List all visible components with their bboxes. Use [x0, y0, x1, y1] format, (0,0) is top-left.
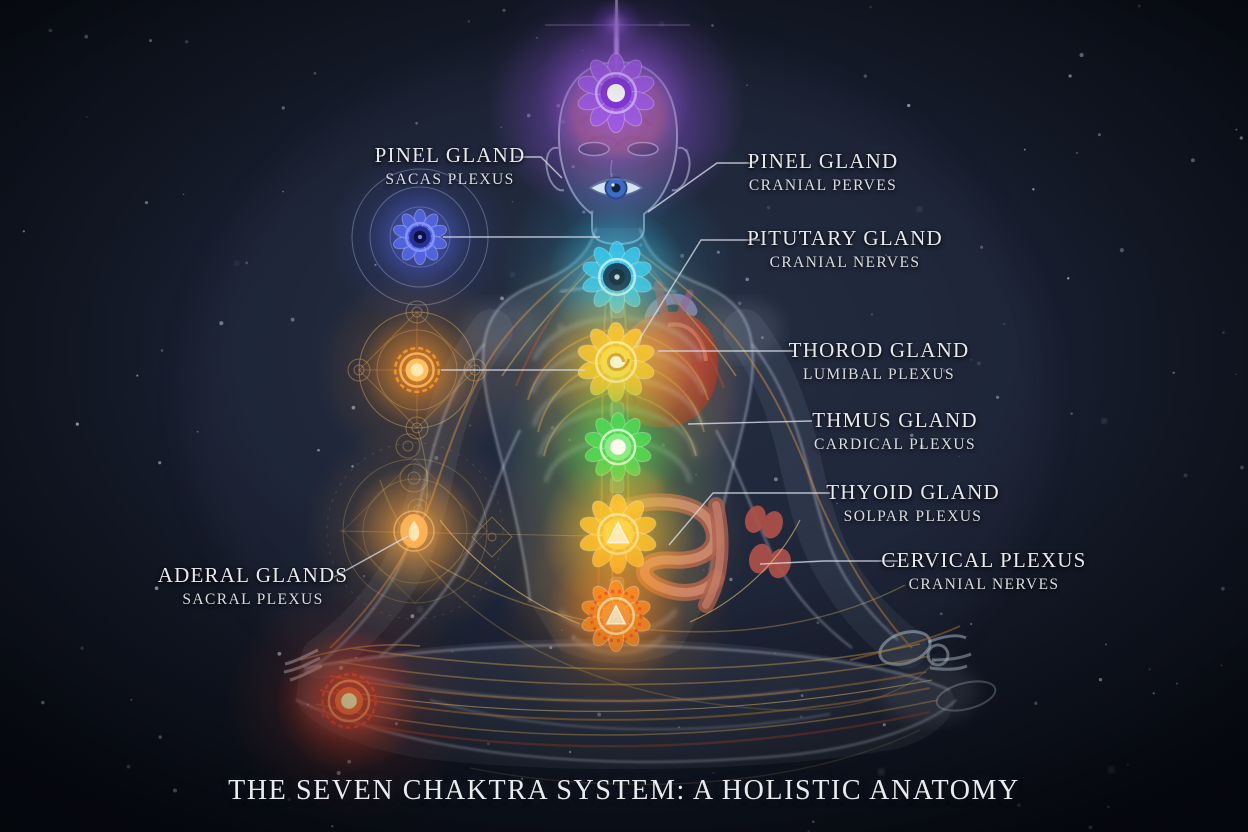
right-arm-fill: [723, 309, 927, 669]
label-subtitle: SACRAL PLEXUS: [182, 591, 324, 608]
label-pineal-right: PINEL GLAND CRANIAL PERVES: [683, 149, 963, 195]
crown-chakra: [484, 0, 748, 225]
label-pineal-left: PINEL GLAND SACAS PLEXUS: [310, 143, 590, 189]
label-title: THMUS GLAND: [812, 408, 978, 432]
leader-line-pineal-right: [647, 162, 756, 213]
label-subtitle: SOLPAR PLEXUS: [843, 508, 983, 525]
label-subtitle: CARDICAL PLEXUS: [813, 436, 977, 453]
label-title: THYOID GLAND: [826, 480, 1000, 504]
leader-line-pituitary: [633, 239, 760, 349]
leader-line-pineal-left: [515, 156, 563, 179]
elbow-orange-chakra: [304, 421, 524, 641]
label-title: PITUTARY GLAND: [747, 226, 943, 250]
side-orange-chakra: [315, 268, 519, 472]
label-title: CERVICAL PLEXUS: [881, 548, 1087, 572]
leader-line-cervical: [759, 560, 898, 565]
label-title: THOROD GLAND: [788, 338, 970, 362]
label-title: PINEL GLAND: [374, 143, 526, 167]
label-cervical: CERVICAL PLEXUS CRANIAL NERVES: [844, 548, 1124, 594]
chakra-layer: [225, 0, 750, 825]
label-title: ADERAL GLANDS: [157, 563, 349, 587]
label-subtitle: LUMIBAL PLEXUS: [802, 366, 956, 383]
right-foot: [935, 680, 997, 712]
label-subtitle: CRANIAL NERVES: [769, 254, 921, 271]
right-knee-glow: [882, 660, 978, 724]
label-title: PINEL GLAND: [747, 149, 899, 173]
label-subtitle: CRANIAL NERVES: [908, 576, 1060, 593]
label-thorod: THOROD GLAND LUMIBAL PLEXUS: [739, 338, 1019, 384]
leader-line-adrenal: [333, 535, 409, 578]
label-adrenal: ADERAL GLANDS SACRAL PLEXUS: [113, 563, 393, 609]
label-pituitary: PITUTARY GLAND CRANIAL NERVES: [705, 226, 985, 272]
sacral-chakra: [497, 497, 735, 735]
label-thymus: THMUS GLAND CARDICAL PLEXUS: [755, 408, 1035, 454]
leader-line-thyoid: [668, 492, 830, 546]
leader-lines: [333, 156, 898, 578]
label-subtitle: SACAS PLEXUS: [385, 171, 515, 188]
leader-line-thymus: [687, 420, 813, 425]
right-hand-mudra: [878, 630, 972, 671]
label-subtitle: CRANIAL PERVES: [748, 177, 898, 194]
poster-title: THE SEVEN CHAKTRA SYSTEM: A HOLISTIC ANA…: [228, 775, 1020, 806]
label-thyoid: THYOID GLAND SOLPAR PLEXUS: [773, 480, 1053, 526]
